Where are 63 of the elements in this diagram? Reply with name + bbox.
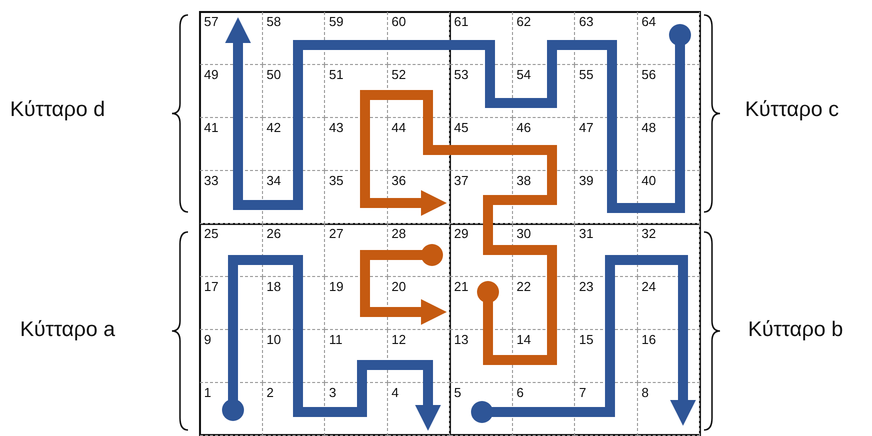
- grid-cell: 37: [450, 171, 512, 224]
- grid-cell: 27: [325, 224, 388, 277]
- grid-cell: 42: [262, 118, 325, 171]
- grid-cell: 7: [575, 383, 638, 436]
- grid-cell: 9: [200, 330, 262, 383]
- grid-cell: 11: [325, 330, 388, 383]
- grid-cell: 33: [200, 171, 262, 224]
- grid-cell: 60: [388, 12, 450, 65]
- grid-cell: 52: [388, 65, 450, 118]
- grid-cell: 62: [512, 12, 575, 65]
- grid-cell: 29: [450, 224, 512, 277]
- grid-cell: 17: [200, 277, 262, 330]
- grid-cell: 51: [325, 65, 388, 118]
- grid-cell: 56: [638, 65, 700, 118]
- grid-cell: 30: [512, 224, 575, 277]
- grid-cell: 10: [262, 330, 325, 383]
- grid-cell: 6: [512, 383, 575, 436]
- grid-cell: 36: [388, 171, 450, 224]
- grid-cell: 22: [512, 277, 575, 330]
- grid-cell: 3: [325, 383, 388, 436]
- cell-label: Κύτταρο d: [10, 98, 106, 122]
- grid-cell: 55: [575, 65, 638, 118]
- grid-cell: 44: [388, 118, 450, 171]
- grid-cell: 25: [200, 224, 262, 277]
- grid-cell: 26: [262, 224, 325, 277]
- grid-cell: 15: [575, 330, 638, 383]
- grid-cell: 46: [512, 118, 575, 171]
- grid-cell: 34: [262, 171, 325, 224]
- grid-cell: 48: [638, 118, 700, 171]
- grid-cell: 40: [638, 171, 700, 224]
- grid-cell: 13: [450, 330, 512, 383]
- grid-cell: 53: [450, 65, 512, 118]
- grid-cell: 16: [638, 330, 700, 383]
- grid-cell: 58: [262, 12, 325, 65]
- grid-cell: 2: [262, 383, 325, 436]
- grid-cell: 31: [575, 224, 638, 277]
- grid-cell: 20: [388, 277, 450, 330]
- cell-label: Κύτταρο a: [20, 318, 116, 342]
- grid-cell: 23: [575, 277, 638, 330]
- grid-cell: 50: [262, 65, 325, 118]
- grid-cell: 35: [325, 171, 388, 224]
- grid-cell: 61: [450, 12, 512, 65]
- grid-cell: 18: [262, 277, 325, 330]
- cell-label: Κύτταρο b: [748, 318, 844, 342]
- grid-cell: 41: [200, 118, 262, 171]
- grid-cell: 43: [325, 118, 388, 171]
- grid-cell: 59: [325, 12, 388, 65]
- grid-cell: 49: [200, 65, 262, 118]
- grid-cell: 14: [512, 330, 575, 383]
- grid-cell: 24: [638, 277, 700, 330]
- grid-cell: 32: [638, 224, 700, 277]
- grid-cell: 39: [575, 171, 638, 224]
- grid-cell: 63: [575, 12, 638, 65]
- grid-cell: 8: [638, 383, 700, 436]
- grid-cell: 57: [200, 12, 262, 65]
- grid-cell: 12: [388, 330, 450, 383]
- grid-cell: 38: [512, 171, 575, 224]
- grid-cell: 45: [450, 118, 512, 171]
- grid-cell: 54: [512, 65, 575, 118]
- grid-cell: 4: [388, 383, 450, 436]
- grid-cell: 19: [325, 277, 388, 330]
- cell-label: Κύτταρο c: [745, 98, 839, 122]
- grid-cell: 47: [575, 118, 638, 171]
